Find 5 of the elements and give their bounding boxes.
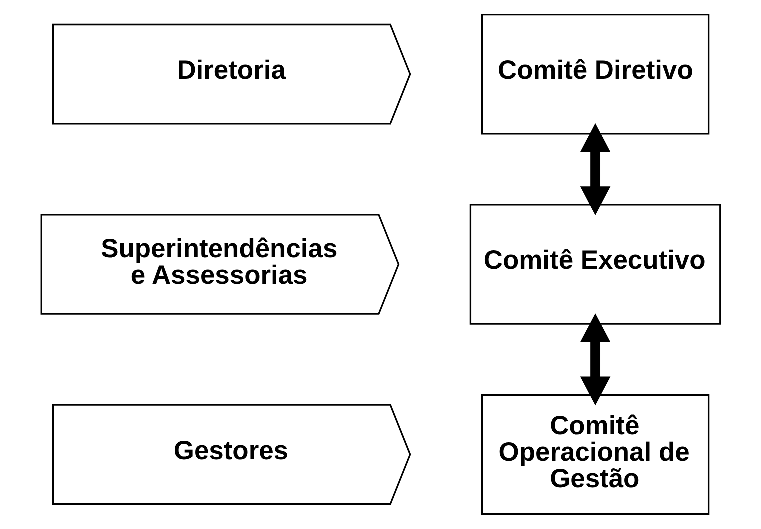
arrow [580,123,610,216]
arrow [580,314,610,406]
node-box: Comitê Executivo [469,204,721,325]
node-box: Comitê Operacional de Gestão [480,394,710,515]
node-box: Comitê Diretivo [480,14,710,135]
